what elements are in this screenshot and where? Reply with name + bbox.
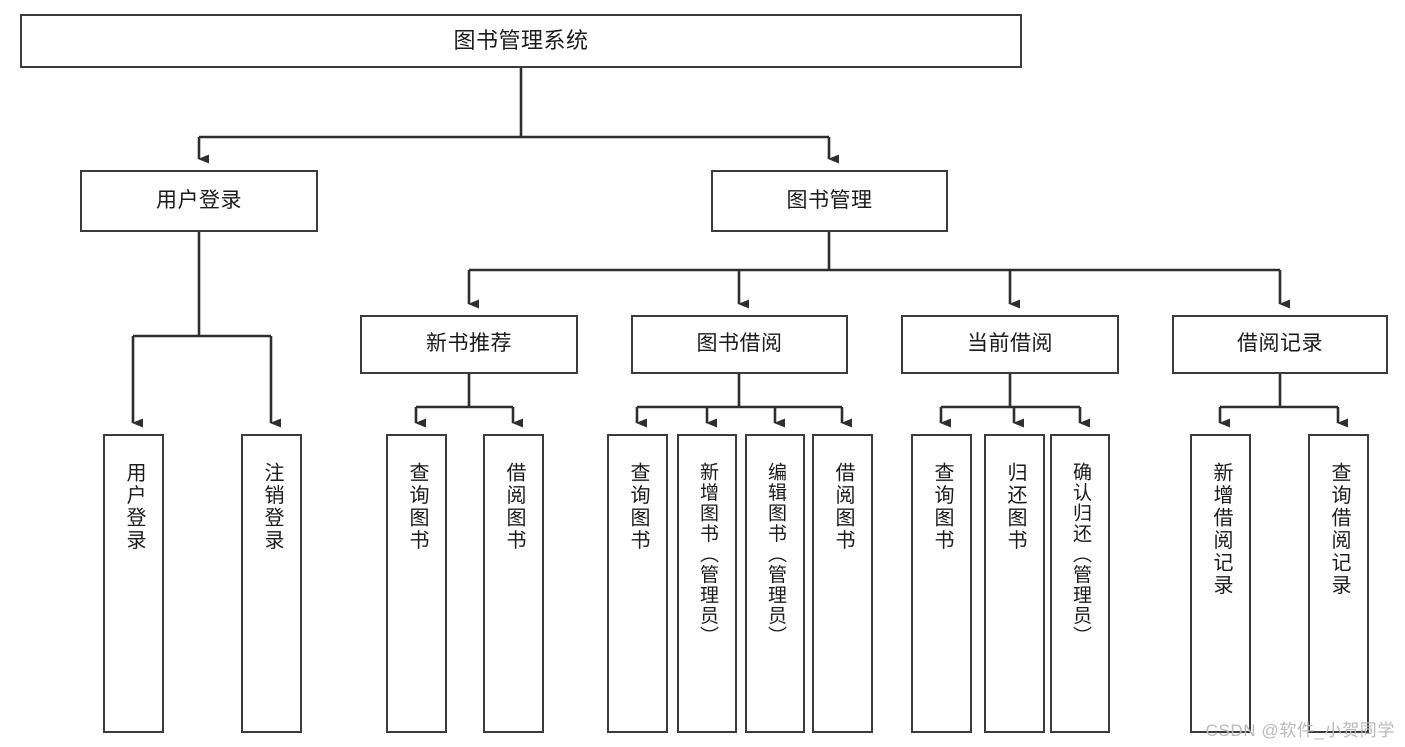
node-borrow-record[interactable]: 借阅记录 bbox=[1172, 315, 1388, 374]
node-borrow-record-label: 借阅记录 bbox=[1237, 332, 1323, 356]
node-leaf-user-login[interactable]: 用户登录 bbox=[103, 434, 164, 733]
node-leaf-return-book-label: 归还图书 bbox=[1004, 462, 1026, 552]
node-current-borrow-label: 当前借阅 bbox=[967, 332, 1053, 356]
node-leaf-add-book-label: 新增图书（管理员） bbox=[696, 462, 718, 647]
node-leaf-edit-book-label: 编辑图书（管理员） bbox=[764, 462, 786, 647]
node-new-book-recommend[interactable]: 新书推荐 bbox=[360, 315, 578, 374]
node-leaf-add-borrow-record[interactable]: 新增借阅记录 bbox=[1190, 434, 1251, 733]
node-leaf-borrow-book-1-label: 借阅图书 bbox=[503, 462, 525, 552]
node-leaf-confirm-return-label: 确认归还（管理员） bbox=[1069, 462, 1091, 647]
node-root[interactable]: 图书管理系统 bbox=[20, 14, 1022, 68]
node-leaf-query-borrow-record-label: 查询借阅记录 bbox=[1328, 462, 1350, 597]
node-leaf-query-book-3-label: 查询图书 bbox=[931, 462, 953, 552]
node-leaf-add-book[interactable]: 新增图书（管理员） bbox=[677, 434, 737, 733]
node-leaf-query-book-2[interactable]: 查询图书 bbox=[607, 434, 668, 733]
node-user-login-label: 用户登录 bbox=[156, 188, 242, 212]
node-current-borrow[interactable]: 当前借阅 bbox=[901, 315, 1119, 374]
csdn-watermark: CSDN @软件_小贺同学 bbox=[1205, 721, 1395, 740]
node-leaf-user-login-label: 用户登录 bbox=[123, 462, 145, 552]
node-new-book-recommend-label: 新书推荐 bbox=[426, 332, 512, 356]
node-leaf-add-borrow-record-label: 新增借阅记录 bbox=[1210, 462, 1232, 597]
node-book-borrow[interactable]: 图书借阅 bbox=[631, 315, 848, 374]
node-leaf-borrow-book-2-label: 借阅图书 bbox=[832, 462, 854, 552]
node-leaf-query-book-1-label: 查询图书 bbox=[406, 462, 428, 552]
node-leaf-borrow-book-1[interactable]: 借阅图书 bbox=[483, 434, 544, 733]
node-book-borrow-label: 图书借阅 bbox=[696, 332, 783, 356]
node-leaf-query-book-2-label: 查询图书 bbox=[627, 462, 649, 552]
node-leaf-user-logout[interactable]: 注销登录 bbox=[241, 434, 302, 733]
node-leaf-borrow-book-2[interactable]: 借阅图书 bbox=[812, 434, 873, 733]
node-book-manage[interactable]: 图书管理 bbox=[711, 170, 948, 232]
node-leaf-query-borrow-record[interactable]: 查询借阅记录 bbox=[1308, 434, 1369, 733]
node-root-label: 图书管理系统 bbox=[453, 28, 589, 54]
node-leaf-query-book-1[interactable]: 查询图书 bbox=[386, 434, 447, 733]
node-book-manage-label: 图书管理 bbox=[786, 188, 873, 212]
node-user-login[interactable]: 用户登录 bbox=[80, 170, 318, 232]
node-leaf-query-book-3[interactable]: 查询图书 bbox=[911, 434, 972, 733]
node-leaf-user-logout-label: 注销登录 bbox=[261, 462, 283, 552]
node-leaf-edit-book[interactable]: 编辑图书（管理员） bbox=[745, 434, 805, 733]
node-leaf-return-book[interactable]: 归还图书 bbox=[984, 434, 1045, 733]
node-leaf-confirm-return[interactable]: 确认归还（管理员） bbox=[1050, 434, 1110, 733]
